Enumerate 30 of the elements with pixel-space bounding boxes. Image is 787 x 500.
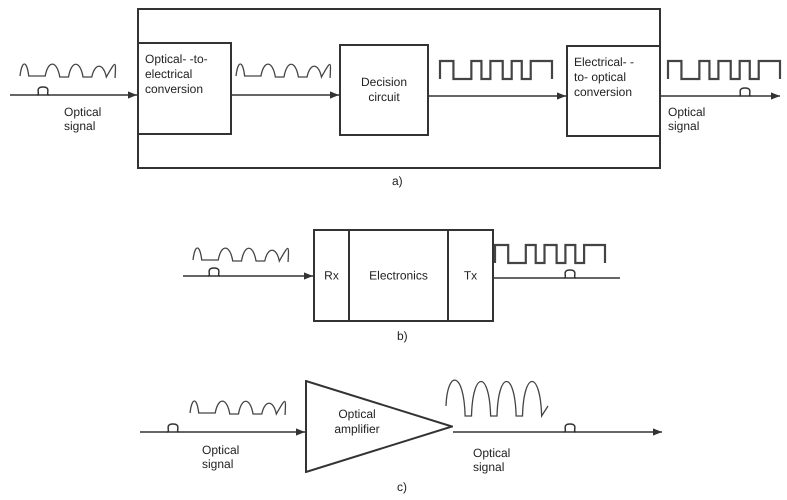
process-box [339, 44, 429, 136]
box-label: Electrical- -to- optical conversion [574, 55, 636, 100]
box-label: Electronics [368, 268, 429, 283]
process-box [566, 45, 661, 137]
arrow [10, 91, 137, 99]
arrow [183, 272, 313, 280]
panel-label: b) [397, 329, 408, 344]
panel-label: c) [397, 480, 407, 494]
process-box [447, 229, 494, 322]
panel-label: a) [392, 174, 403, 188]
signal-label: Optical signal [668, 105, 706, 134]
signal-label: Optical signal [64, 105, 102, 134]
arrow [140, 428, 305, 436]
signal-label: Optical signal [473, 446, 512, 475]
fiber-line [494, 277, 620, 279]
signal-label: Optical signal [202, 443, 240, 472]
process-box [313, 229, 350, 322]
box-label: Optical- -to- electrical conversion [145, 52, 209, 97]
system-frame [137, 8, 661, 169]
box-label: Rx [323, 268, 340, 283]
amplifier-triangle [305, 380, 453, 473]
box-label: Optical amplifier [333, 407, 381, 437]
arrow [661, 92, 780, 100]
arrow [429, 92, 566, 100]
arrow [453, 428, 662, 436]
box-label: Decision circuit [360, 75, 408, 105]
process-box [348, 229, 449, 322]
arrow [232, 91, 339, 99]
box-label: Tx [462, 268, 478, 283]
process-box [137, 42, 232, 135]
